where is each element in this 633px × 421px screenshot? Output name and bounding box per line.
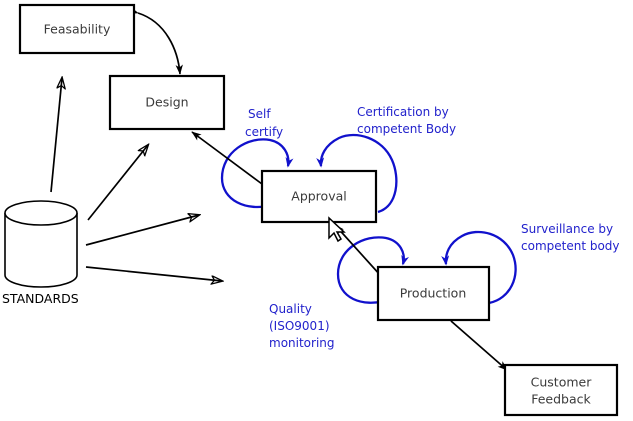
data-store-label-standards: STANDARDS [2, 291, 79, 306]
flow-production-approval [334, 224, 382, 277]
annotation-quality-monitoring: Quality (ISO9001) monitoring [269, 302, 335, 350]
annotation-certification-competent-body: Certification by competent Body [357, 105, 456, 136]
flow-standards-approval [85, 215, 199, 246]
annotation-quality-line3: monitoring [269, 336, 335, 350]
node-label-feasability: Feasability [44, 22, 111, 37]
annotation-surveillance-line1: Surveillance by [521, 222, 613, 236]
annotation-self-certify-line1: Self [248, 107, 271, 121]
node-label-customer-feedback-line2: Feedback [531, 392, 591, 407]
annotation-surveillance-competent-body: Surveillance by competent body [521, 222, 620, 253]
flow-standards-production [85, 266, 222, 281]
annotation-certification-line2: competent Body [357, 122, 456, 136]
node-production[interactable]: Production [376, 265, 491, 322]
annotation-self-certify: Self certify [245, 107, 283, 139]
flow-production-customer-feedback [441, 312, 508, 371]
node-design[interactable]: Design [108, 74, 226, 131]
annotation-quality-line1: Quality [269, 302, 312, 316]
flow-standards-design [87, 145, 148, 221]
node-label-customer-feedback-line1: Customer [531, 375, 593, 390]
surveillance-loop-arrow [441, 230, 517, 305]
node-feasability[interactable]: Feasability [18, 3, 136, 55]
node-customer-feedback[interactable]: Customer Feedback [503, 363, 619, 417]
annotation-self-certify-line2: certify [245, 125, 283, 139]
flow-approval-design [191, 131, 263, 185]
flow-standards-feasability [50, 78, 62, 193]
node-label-approval: Approval [291, 189, 346, 204]
certification-loop-arrow [316, 133, 398, 214]
mouse-pointer-icon [328, 216, 346, 243]
node-label-design: Design [145, 95, 188, 110]
annotation-certification-line1: Certification by [357, 105, 449, 119]
flow-feasability-design [128, 6, 183, 75]
annotation-surveillance-line2: competent body [521, 239, 620, 253]
annotation-quality-line2: (ISO9001) [269, 319, 330, 333]
node-approval[interactable]: Approval [260, 169, 378, 224]
self-certify-loop-arrow [220, 138, 294, 209]
quality-monitoring-loop-arrow [336, 236, 410, 304]
node-label-production: Production [400, 286, 467, 301]
data-store-standards[interactable]: STANDARDS [2, 200, 79, 306]
